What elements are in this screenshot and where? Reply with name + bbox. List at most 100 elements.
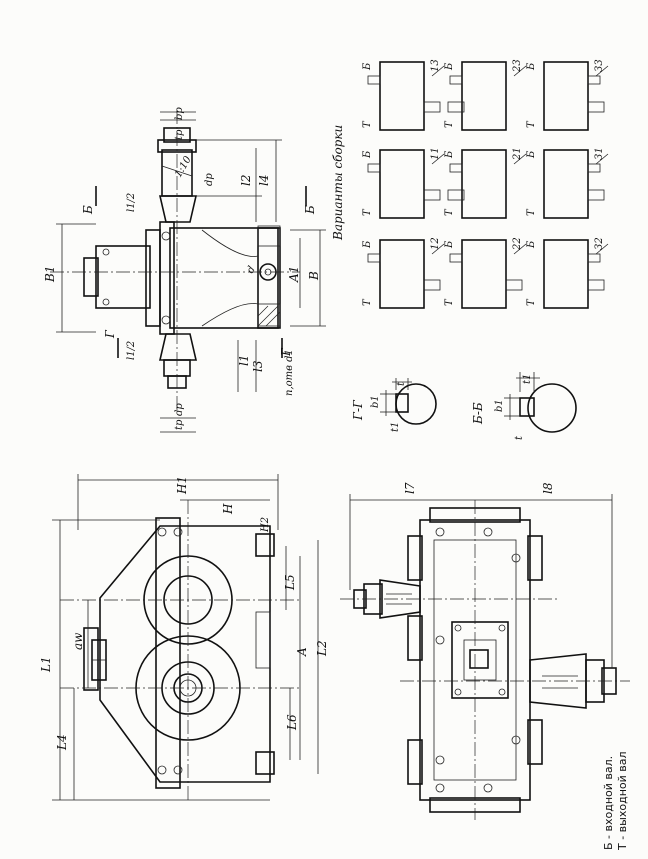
variants-title: Варианты сборки [331, 125, 345, 241]
label-t1-bb: t1 [522, 374, 533, 384]
leader-line [595, 243, 609, 255]
label-aw: aw [71, 632, 85, 650]
output-shaft-stub [423, 189, 441, 201]
variant-body [461, 239, 507, 309]
variant-22: 22 Б Т [444, 237, 527, 309]
input-shaft-mark: Б [526, 150, 537, 159]
label-dp-bottom: dp [174, 403, 185, 416]
variant-code-label: 22 [512, 237, 523, 251]
label-section-b-right: Б [303, 205, 317, 215]
top-view [340, 494, 630, 820]
label-a: A [295, 647, 309, 657]
input-shaft-stub [587, 75, 601, 85]
label-section-b-left: Б [81, 205, 95, 215]
variant-body [379, 149, 425, 219]
label-l1-half-top: l1/2 [126, 193, 137, 212]
input-shaft-mark: Б [526, 240, 537, 249]
input-shaft-stub [367, 163, 381, 173]
label-l2s: l2 [239, 175, 253, 186]
label-section-g-right: Г [279, 347, 293, 357]
output-shaft-mark: Т [362, 208, 373, 216]
output-shaft-mark: Т [526, 120, 537, 128]
section-gg-title: Г-Г [351, 399, 365, 421]
input-shaft-mark: Б [444, 240, 455, 249]
leader-line [431, 65, 445, 77]
label-l6: L6 [285, 714, 299, 731]
label-l1: L1 [39, 656, 53, 673]
output-shaft-mark: Т [362, 120, 373, 128]
output-shaft-stub [505, 279, 523, 291]
legend-input-shaft: Б - входной вал. [602, 756, 615, 850]
output-shaft-stub [423, 279, 441, 291]
output-shaft-stub [587, 101, 605, 113]
output-shaft-mark: Т [444, 298, 455, 306]
leader-line [513, 153, 527, 165]
output-shaft-mark: Т [526, 208, 537, 216]
label-l4: L4 [55, 734, 69, 751]
variant-code-label: 12 [430, 237, 441, 250]
input-shaft-mark: Б [444, 62, 455, 71]
input-shaft-mark: Б [526, 62, 537, 71]
variant-code-label: 32 [594, 237, 605, 250]
input-shaft-stub [449, 163, 463, 173]
label-h2: H2 [260, 517, 271, 533]
label-b1s-bb: b1 [494, 399, 505, 412]
leader-line [431, 243, 445, 255]
label-t1-gg: t1 [390, 422, 401, 432]
side-view [50, 110, 326, 433]
label-b: B [307, 271, 321, 281]
label-d: d [245, 264, 258, 275]
leader-line [513, 65, 527, 77]
label-tp-bottom: tp [174, 419, 185, 430]
input-shaft-mark: Б [362, 240, 373, 249]
leader-line [513, 243, 527, 255]
variant-body [379, 61, 425, 131]
label-tp-top: tp [174, 129, 185, 140]
label-b1: B1 [43, 266, 57, 283]
input-shaft-stub [587, 163, 601, 173]
section-gg [380, 378, 437, 425]
input-shaft-stub [367, 253, 381, 263]
label-l7: l7 [403, 482, 417, 494]
variant-body [543, 61, 589, 131]
variant-code-label: 33 [594, 59, 605, 72]
variant-code-label: 21 [512, 147, 523, 161]
variant-23: 23 Б Т [444, 59, 527, 131]
input-shaft-stub [449, 253, 463, 263]
label-section-g-left: Г [103, 329, 117, 339]
section-bb [504, 372, 577, 433]
output-shaft-mark: Т [444, 120, 455, 128]
variant-body [543, 239, 589, 309]
variant-body [543, 149, 589, 219]
label-t-gg: t [396, 381, 407, 386]
leader-line [595, 65, 609, 77]
label-t-bb: t [514, 435, 525, 440]
variant-code-label: 23 [512, 59, 523, 73]
label-l1-half-bottom: l1/2 [126, 341, 137, 360]
label-l5: L5 [283, 574, 297, 591]
variant-body [461, 149, 507, 219]
input-shaft-mark: Б [362, 150, 373, 159]
legend-output-shaft: Т - выходной вал [616, 751, 629, 851]
label-l1s: l1 [237, 355, 251, 366]
label-h1: H1 [175, 476, 189, 495]
variant-33: 33 Б Т [526, 59, 609, 131]
label-l4s: l4 [257, 175, 271, 186]
leader-line [595, 153, 609, 165]
input-shaft-mark: Б [444, 150, 455, 159]
variant-code-label: 13 [430, 59, 441, 72]
label-l2: L2 [315, 640, 329, 657]
output-shaft-stub [447, 101, 465, 113]
input-shaft-stub [367, 75, 381, 85]
output-shaft-stub [587, 189, 605, 201]
input-shaft-stub [449, 75, 463, 85]
label-a1: A1 [287, 266, 301, 283]
label-h: H [221, 503, 235, 515]
